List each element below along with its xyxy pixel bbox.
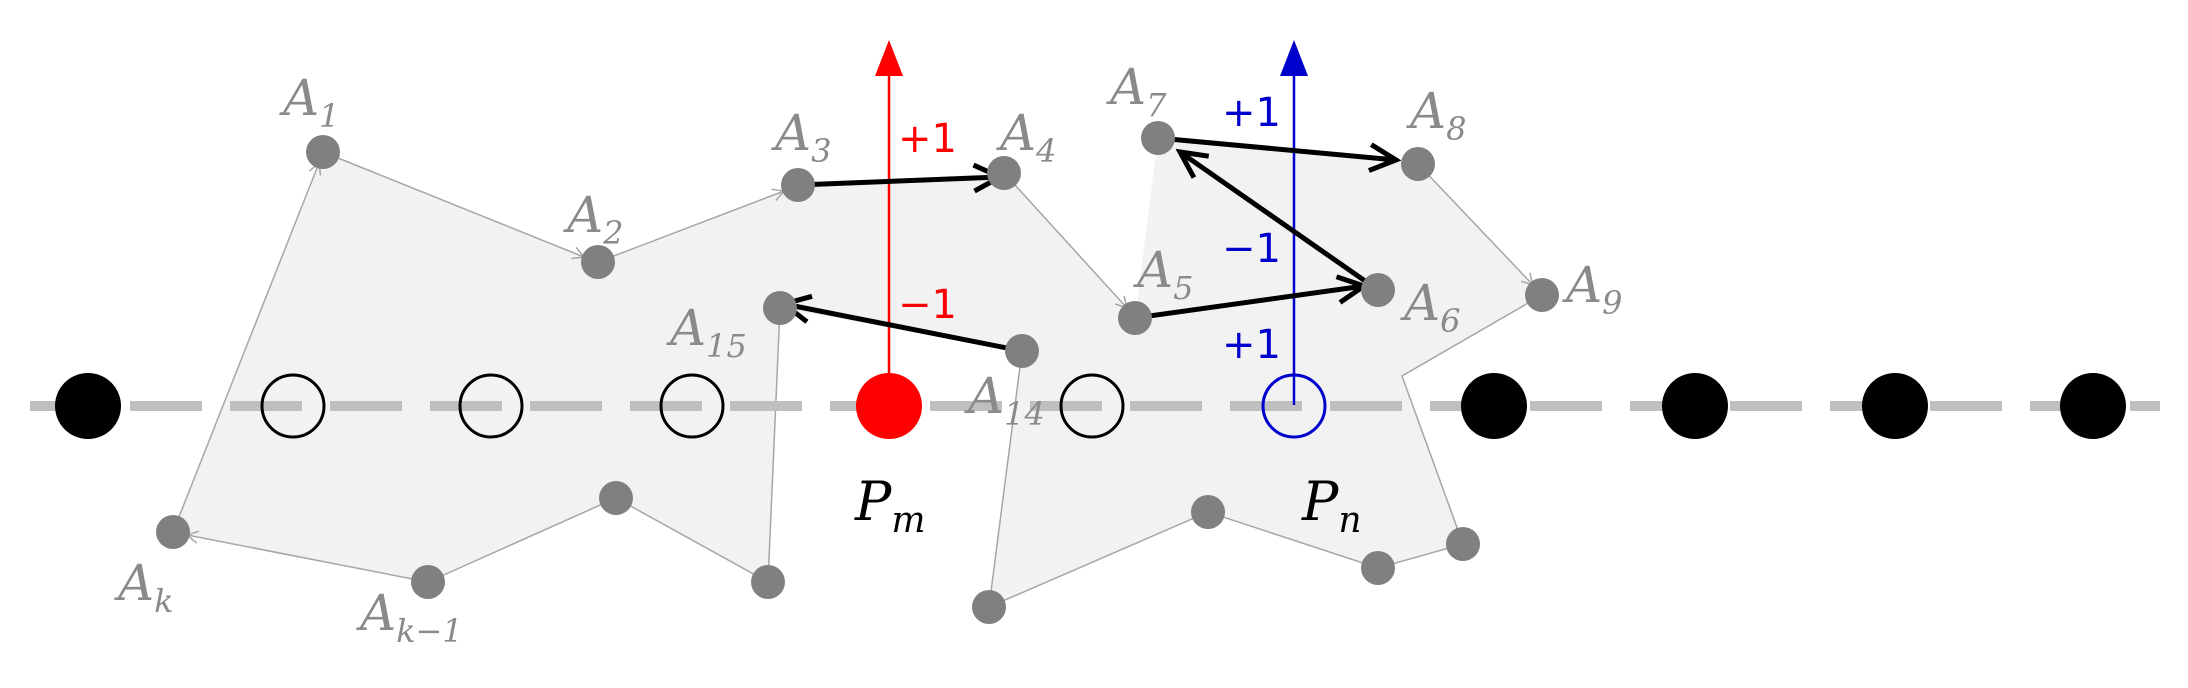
vertex-a5 — [1118, 301, 1152, 335]
label-a8: A8 — [1406, 82, 1466, 148]
vertex-a2 — [581, 245, 615, 279]
vertex-a3 — [781, 168, 815, 202]
grid-points — [55, 373, 2126, 439]
label-pm: Pm — [854, 470, 925, 541]
edge-a3-a4 — [797, 177, 1000, 185]
vertex — [1191, 495, 1225, 529]
grid-point — [659, 373, 725, 439]
label-a14: A14 — [964, 367, 1045, 433]
edge-a1-a2 — [322, 151, 586, 260]
grid-point — [55, 373, 121, 439]
vertex-a8 — [1401, 147, 1435, 181]
edge-a15-lower-left — [427, 307, 781, 584]
edge-a8-a9 — [1417, 163, 1535, 287]
vertex-labels: A1 A2 A3 A4 A5 A6 A7 A8 A9 A15 A14 Ak Ak… — [114, 58, 1622, 650]
edge-ak1-ak — [185, 530, 429, 583]
pn-minus-one-label: −1 — [1222, 226, 1281, 272]
vertex — [1446, 527, 1480, 561]
grid-point — [2060, 373, 2126, 439]
pn-plus-one-bottom-label: +1 — [1222, 322, 1281, 368]
vertex-a15 — [763, 291, 797, 325]
label-a2: A2 — [563, 186, 623, 252]
pm-minus-one-label: −1 — [898, 282, 957, 328]
label-ak-1: Ak−1 — [356, 584, 463, 650]
label-a5: A5 — [1133, 241, 1193, 307]
vertex — [599, 481, 633, 515]
vertex-a4 — [987, 156, 1021, 190]
edge-a2-a3 — [597, 188, 786, 263]
polygon-vertices — [156, 121, 1559, 624]
vertex — [751, 565, 785, 599]
grid-point — [1059, 373, 1125, 439]
vertex-ak-1 — [411, 565, 445, 599]
pn-plus-one-top-label: +1 — [1222, 90, 1281, 136]
pn-ray-arrowhead — [1280, 40, 1308, 76]
grid-point — [1862, 373, 1928, 439]
edge-a6-a7 — [1180, 152, 1380, 293]
polygon-region-left — [173, 152, 798, 582]
vertex-ak — [156, 515, 190, 549]
edge-a7-a8 — [1157, 135, 1396, 160]
label-a3: A3 — [771, 104, 831, 170]
point-pn — [1261, 373, 1327, 439]
vertex — [972, 590, 1006, 624]
label-a9: A9 — [1562, 256, 1622, 322]
label-a15: A15 — [666, 299, 747, 365]
edge-a4-a5 — [1003, 172, 1129, 310]
crossing-edges — [784, 135, 1396, 354]
edge-a5-a6 — [1134, 286, 1364, 321]
grid-point — [458, 373, 524, 439]
label-ak: Ak — [114, 554, 174, 620]
vertex — [1361, 551, 1395, 585]
point-pm — [856, 373, 922, 439]
grid-point — [260, 373, 326, 439]
label-a4: A4 — [996, 104, 1056, 170]
label-pn: Pn — [1301, 470, 1362, 541]
grid-point — [1662, 373, 1728, 439]
vertex-a1 — [306, 135, 340, 169]
vertex-a14 — [1005, 334, 1039, 368]
pm-ray-arrowhead — [875, 40, 903, 76]
vertex-a6 — [1361, 273, 1395, 307]
grid-point — [1461, 373, 1527, 439]
pm-plus-one-label: +1 — [898, 116, 957, 162]
label-a6: A6 — [1400, 274, 1460, 340]
label-a7: A7 — [1106, 58, 1167, 124]
edge-ak-a1 — [172, 161, 322, 533]
label-a1: A1 — [279, 69, 339, 135]
edge-a14-a15 — [784, 304, 1023, 354]
polygon-region-right — [780, 138, 1542, 607]
vertex-a7 — [1141, 121, 1175, 155]
vertex-a9 — [1525, 278, 1559, 312]
